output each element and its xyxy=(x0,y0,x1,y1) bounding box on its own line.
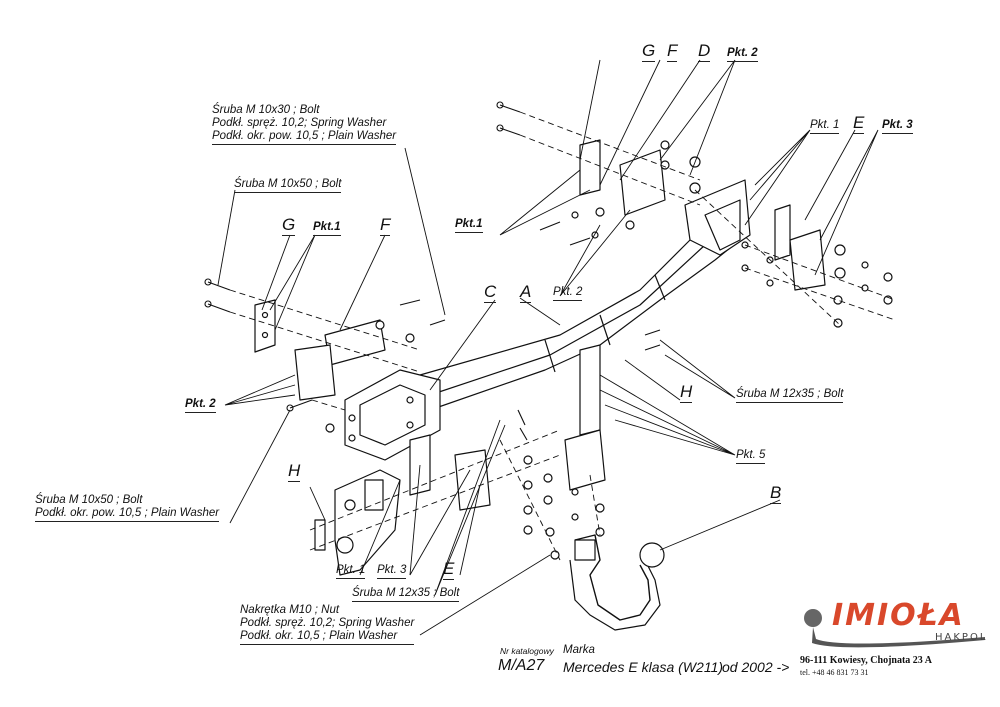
vehicle-model: Mercedes E klasa (W211) xyxy=(563,659,724,675)
right-bracket-e xyxy=(774,204,826,291)
brand-sub: HAKPOL xyxy=(935,632,988,643)
callout-pkt1-right: Pkt. 1 xyxy=(810,119,840,134)
callout-bolt-m10x30: Śruba M 10x30 ; Bolt Podkł. spręż. 10,2;… xyxy=(212,104,397,145)
bolts xyxy=(204,101,661,441)
part-label-g-top: G xyxy=(642,41,656,62)
part-label-c: C xyxy=(484,282,497,303)
lower-bracket-e xyxy=(409,434,491,511)
callout-pkt3-right: Pkt. 3 xyxy=(882,119,913,134)
assembly-lines xyxy=(229,111,896,561)
callout-nut-m10: Nakrętka M10 ; Nut Podkł. spręż. 10,2; S… xyxy=(240,604,415,645)
tow-ball-b xyxy=(569,534,665,631)
center-socket xyxy=(564,344,606,491)
left-plate-g xyxy=(254,299,276,353)
brand-phone: tel. +48 46 831 73 31 xyxy=(800,668,869,677)
part-label-h-right: H xyxy=(680,382,693,403)
brand-address: 96-111 Kowiesy, Chojnata 23 A xyxy=(800,655,932,666)
callout-pkt3-bottom: Pkt. 3 xyxy=(377,564,407,579)
callout-pkt1-upper: Pkt.1 xyxy=(455,218,483,233)
socket-plate-h xyxy=(314,469,401,576)
part-label-e-right: E xyxy=(853,113,865,134)
callout-bolt-m10x50-left: Śruba M 10x50 ; Bolt Podkł. okr. pow. 10… xyxy=(35,494,220,522)
part-label-h-left: H xyxy=(288,461,301,482)
left-bracket-c xyxy=(344,369,441,461)
make-label: Marka xyxy=(563,644,595,656)
brand-logo-text: IMIOŁA xyxy=(832,598,965,633)
part-label-b: B xyxy=(770,483,782,504)
left-plate-f xyxy=(294,319,386,401)
part-label-d: D xyxy=(698,41,711,62)
callout-pkt2-mid: Pkt. 2 xyxy=(553,286,583,301)
catalog-number: M/A27 xyxy=(498,657,545,674)
part-label-g-left: G xyxy=(282,215,296,236)
model-year: od 2002 -> xyxy=(722,659,790,675)
part-label-e-bottom: E xyxy=(443,559,455,580)
right-bracket-d xyxy=(579,139,751,256)
callout-bolt-m10x50-top: Śruba M 10x50 ; Bolt xyxy=(234,178,342,193)
callout-bolt-m12x35-right: Śruba M 12x35 ; Bolt xyxy=(736,388,844,403)
callout-pkt2-top: Pkt. 2 xyxy=(727,47,758,62)
part-label-f-left: F xyxy=(380,215,391,236)
part-label-f-top: F xyxy=(667,41,678,62)
callout-pkt1-bottom: Pkt. 1 xyxy=(336,564,366,579)
callout-pkt2-left: Pkt. 2 xyxy=(185,398,216,413)
catalog-number-label: Nr katalogowy xyxy=(500,646,554,656)
callout-pkt5: Pkt. 5 xyxy=(736,449,766,464)
part-label-a: A xyxy=(520,282,532,303)
washers-and-nuts xyxy=(325,140,893,560)
callout-pkt1-left: Pkt.1 xyxy=(313,221,341,236)
callout-bolt-m12x35-bottom: Śruba M 12x35 ; Bolt xyxy=(352,587,460,602)
leader-lines xyxy=(217,59,879,636)
tow-ball-icon xyxy=(804,609,985,648)
